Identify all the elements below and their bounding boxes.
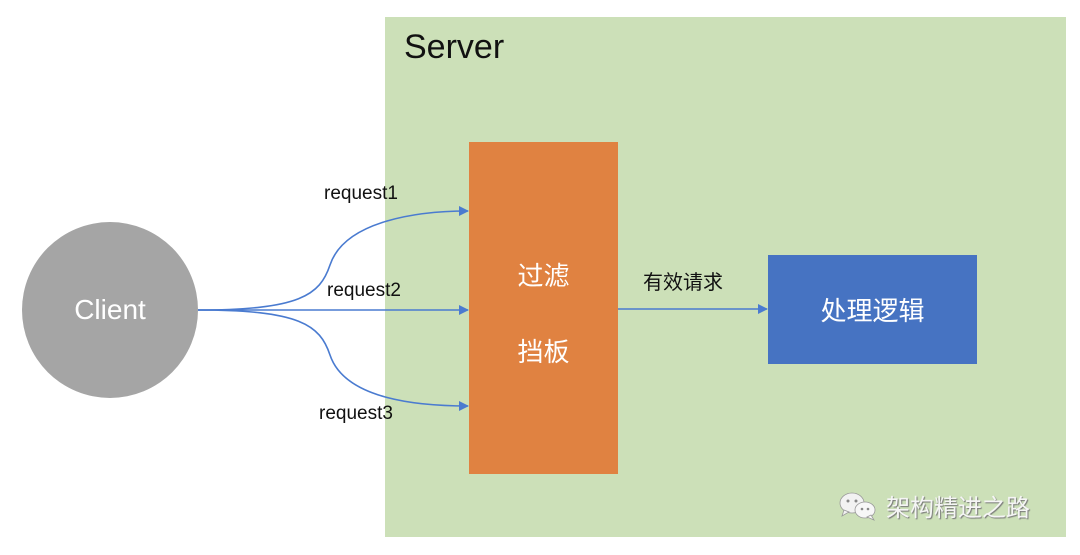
watermark: 架构精进之路 — [838, 488, 1030, 523]
server-label: Server — [404, 28, 505, 66]
request1-label: request1 — [324, 183, 398, 204]
client-label: Client — [74, 294, 146, 325]
processing-logic-box: 处理逻辑 — [768, 255, 977, 364]
filter-barrier: 过滤 挡板 — [469, 142, 618, 474]
request1-arrow — [197, 206, 469, 311]
filter-label-line2: 挡板 — [517, 338, 570, 368]
watermark-text: 架构精进之路 — [886, 494, 1030, 522]
processing-logic-label: 处理逻辑 — [820, 297, 925, 327]
wechat-icon — [839, 492, 876, 521]
request2-label: request2 — [327, 280, 401, 301]
client-node: Client — [22, 222, 198, 398]
request3-label: request3 — [319, 403, 393, 424]
request3-arrow — [197, 309, 469, 411]
valid-request-label: 有效请求 — [643, 270, 723, 294]
filter-label-line1: 过滤 — [517, 262, 570, 292]
